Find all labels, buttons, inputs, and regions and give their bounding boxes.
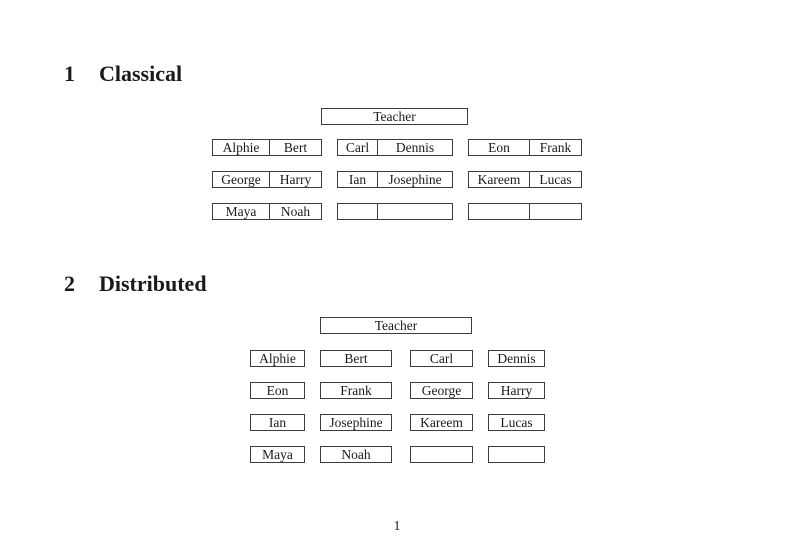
seat-box: Dennis — [488, 350, 545, 367]
seat-box: Carl — [410, 350, 473, 367]
desk-cell: Kareem — [469, 172, 530, 187]
desk-cell: Josephine — [388, 172, 442, 187]
seat-box: Josephine — [320, 414, 392, 431]
section-number: 1 — [64, 61, 75, 86]
desk: Ian Josephine — [337, 171, 453, 188]
seat-box: Harry — [488, 382, 545, 399]
desk-cell: Ian — [338, 172, 378, 187]
desk-cell: Alphie — [213, 140, 270, 155]
desk: George Harry — [212, 171, 322, 188]
seat-box: Maya — [250, 446, 305, 463]
seat-box: Noah — [320, 446, 392, 463]
seat-box — [410, 446, 473, 463]
desk-cell: Eon — [469, 140, 530, 155]
desk: Alphie Bert — [212, 139, 322, 156]
seat-box: Kareem — [410, 414, 473, 431]
desk-cell — [469, 204, 530, 219]
section-title: Classical — [99, 61, 183, 86]
desk-cell: Carl — [338, 140, 378, 155]
desk-cell — [338, 204, 378, 219]
desk-cell — [378, 204, 452, 219]
desk-cell — [530, 204, 581, 219]
desk-cell: Dennis — [395, 140, 435, 155]
seat-box: Lucas — [488, 414, 545, 431]
desk-cell: Maya — [213, 204, 270, 219]
seat-box: Ian — [250, 414, 305, 431]
section-heading-distributed: 2 Distributed — [64, 273, 207, 295]
desk-cell: Lucas — [539, 172, 572, 187]
seat-box: Bert — [320, 350, 392, 367]
desk: Maya Noah — [212, 203, 322, 220]
desk-cell: Frank — [539, 140, 572, 155]
desk-cell: George — [213, 172, 270, 187]
page-number: 1 — [393, 518, 401, 533]
desk-cell: Harry — [279, 172, 312, 187]
desk: Eon Frank — [468, 139, 582, 156]
desk — [468, 203, 582, 220]
seat-box: Frank — [320, 382, 392, 399]
teacher-box: Teacher — [321, 108, 468, 125]
desk-cell: Noah — [280, 204, 311, 219]
seat-box: Eon — [250, 382, 305, 399]
desk — [337, 203, 453, 220]
desk: Kareem Lucas — [468, 171, 582, 188]
desk-cell: Bert — [283, 140, 308, 155]
seat-box: Alphie — [250, 350, 305, 367]
section-number: 2 — [64, 271, 75, 296]
desk: Carl Dennis — [337, 139, 453, 156]
seat-box: George — [410, 382, 473, 399]
section-heading-classical: 1 Classical — [64, 63, 182, 85]
seat-box — [488, 446, 545, 463]
teacher-box: Teacher — [320, 317, 472, 334]
section-title: Distributed — [99, 271, 207, 296]
